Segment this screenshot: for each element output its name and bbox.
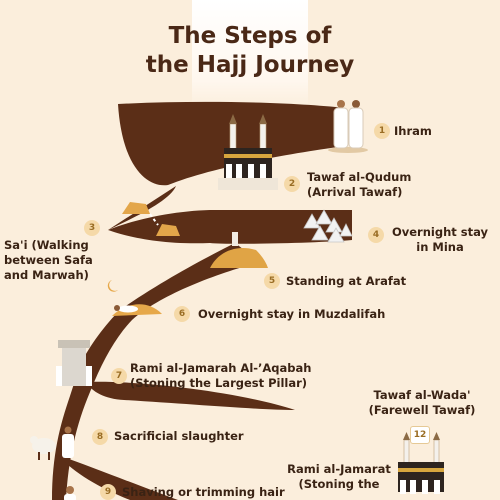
step-label-12-line-2: (Farewell Tawaf): [368, 403, 476, 417]
step-label-4-line-1: Overnight stay: [391, 225, 489, 239]
step-number-6: 6: [174, 306, 190, 322]
step-label-3: Sa'i (Walking between Safa and Marwah): [4, 238, 93, 283]
ihram-pilgrims-icon: [328, 100, 368, 153]
step-label-4-line-2: in Mina: [416, 240, 464, 254]
step-number-5: 5: [264, 273, 280, 289]
step-label-3-line-3: and Marwah): [4, 268, 89, 282]
step-number-9: 9: [100, 484, 116, 500]
step-label-rami-line-1: Rami al-Jamarat: [287, 462, 391, 476]
step-label-2-line-2: (Arrival Tawaf): [307, 185, 403, 199]
step-label-4: Overnight stay in Mina: [390, 225, 490, 255]
step-label-rami-al-jamarat: Rami al-Jamarat (Stoning the: [284, 462, 394, 492]
road-segment-3: [52, 243, 260, 500]
title-line-1: The Steps of: [168, 23, 332, 49]
mount-arafat-icon: [210, 232, 268, 268]
step-label-3-line-1: Sa'i (Walking: [4, 238, 89, 252]
step-label-7: Rami al-Jamarah Al-’Aqabah (Stoning the …: [130, 361, 311, 391]
sheep-icon: [30, 426, 74, 460]
step-number-2: 2: [284, 176, 300, 192]
page-title: The Steps of the Hajj Journey: [0, 22, 500, 80]
step-label-2-line-1: Tawaf al-Qudum: [307, 170, 412, 184]
road-segment-5: [58, 455, 178, 500]
step-number-4: 4: [368, 227, 384, 243]
step-label-7-line-2: (Stoning the Largest Pillar): [130, 376, 308, 390]
step-number-1: 1: [374, 123, 390, 139]
step-label-2: Tawaf al-Qudum (Arrival Tawaf): [307, 170, 411, 200]
mina-tents-icon: [303, 209, 353, 243]
step-label-rami-line-2: (Stoning the: [298, 477, 380, 491]
light-beam: [192, 0, 308, 108]
step-number-7: 7: [111, 368, 127, 384]
step-label-5: Standing at Arafat: [286, 274, 407, 288]
jamarat-pillar-icon: [56, 340, 92, 386]
step-number-3: 3: [84, 220, 100, 236]
step-number-8: 8: [92, 429, 108, 445]
kaaba-farewell-icon: [398, 432, 444, 494]
title-line-2: the Hajj Journey: [145, 52, 355, 78]
muzdalifah-resting-pilgrim-icon: [112, 304, 162, 316]
step-label-9: Shaving or trimming hair: [122, 485, 285, 499]
road-segment-4: [86, 381, 295, 410]
shaving-pilgrim-icon: [64, 486, 76, 500]
step-label-8: Sacrificial slaughter: [114, 429, 244, 443]
step-label-12-line-1: Tawaf al-Wada': [373, 388, 471, 402]
safa-marwah-rocks-icon: [122, 202, 180, 236]
step-number-12: 12: [410, 426, 430, 444]
step-label-1: Ihram: [394, 124, 432, 138]
step-label-6: Overnight stay in Muzdalifah: [198, 307, 386, 321]
kaaba-icon: [218, 114, 278, 190]
moon-icon: [107, 280, 118, 292]
step-label-7-line-1: Rami al-Jamarah Al-’Aqabah: [130, 361, 312, 375]
step-label-12: Tawaf al-Wada' (Farewell Tawaf): [366, 388, 478, 418]
step-label-3-line-2: between Safa: [4, 253, 93, 267]
